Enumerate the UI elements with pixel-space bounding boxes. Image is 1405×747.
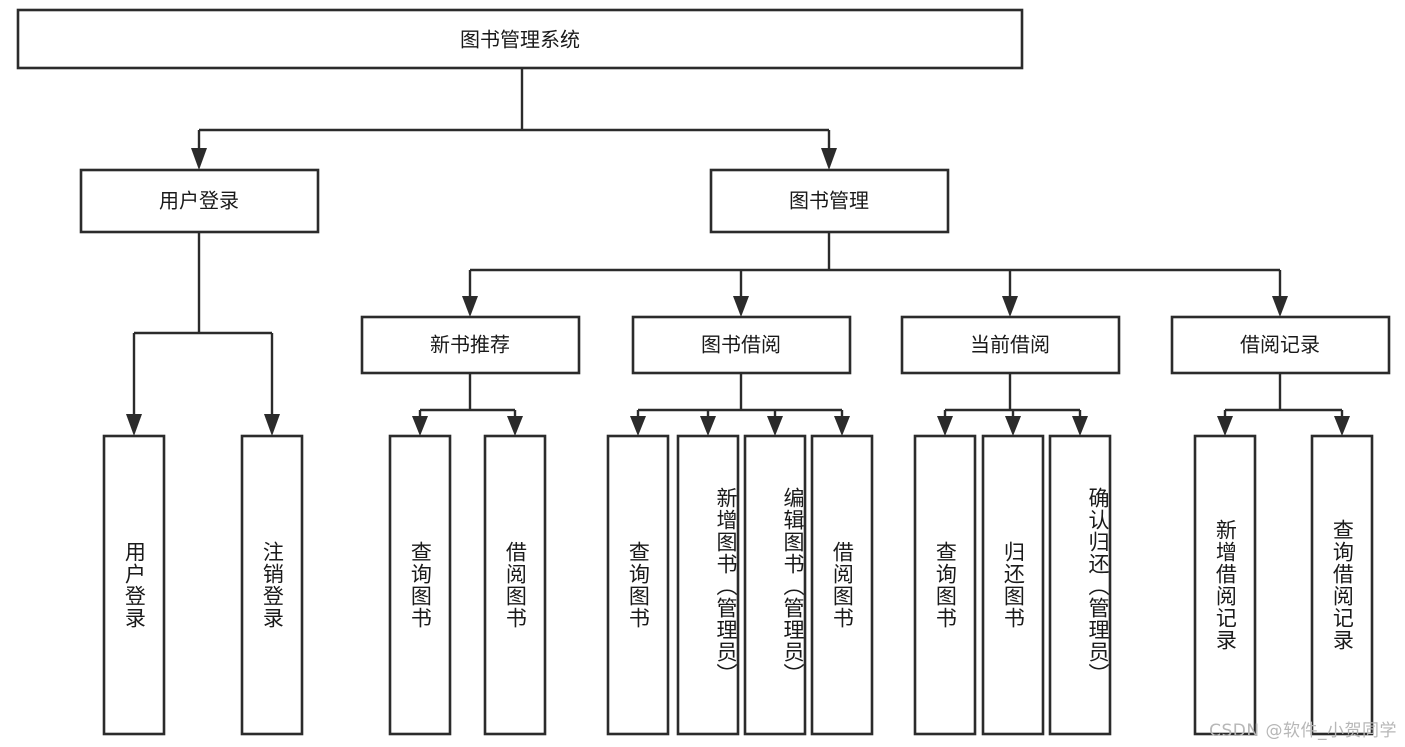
node-leaf-user-logout-box[interactable]: [240, 434, 304, 736]
arrow-head-leaf-add-record: [1217, 416, 1233, 436]
node-leaf-borrow-book-1-box[interactable]: [483, 434, 547, 736]
node-new-book-rec-label: 新书推荐: [430, 333, 510, 357]
arrow-head-leaf-query-record: [1334, 416, 1350, 436]
node-book-manage-box[interactable]: [709, 168, 950, 234]
node-current-borrow[interactable]: 当前借阅: [900, 315, 1121, 375]
node-leaf-confirm-return-box[interactable]: [1048, 434, 1112, 736]
node-user-login[interactable]: 用户登录: [79, 168, 320, 234]
node-root[interactable]: 图书管理系统: [16, 8, 1024, 70]
node-book-manage-label: 图书管理: [789, 189, 869, 213]
node-book-manage[interactable]: 图书管理: [709, 168, 950, 234]
arrow-head-leaf-add-book: [700, 416, 716, 436]
csdn-watermark: CSDN @软件_小贺同学: [1209, 721, 1397, 741]
arrow-head-user-login: [191, 148, 207, 170]
connectors-layer: [126, 68, 1350, 436]
node-book-borrow-box[interactable]: [631, 315, 852, 375]
node-leaf-return-book-box[interactable]: [981, 434, 1045, 736]
arrow-head-leaf-confirm-return: [1072, 416, 1088, 436]
node-borrow-record-label: 借阅记录: [1240, 333, 1320, 357]
arrow-head-leaf-query-book-3: [937, 416, 953, 436]
arrow-head-book-borrow: [733, 296, 749, 317]
node-leaf-user-login-box[interactable]: [102, 434, 166, 736]
node-new-book-rec[interactable]: 新书推荐: [360, 315, 581, 375]
node-leaf-add-book-box[interactable]: [676, 434, 740, 736]
node-leaf-query-book-2-box[interactable]: [606, 434, 670, 736]
node-root-box[interactable]: [16, 8, 1024, 70]
node-leaf-query-book-1-box[interactable]: [388, 434, 452, 736]
node-user-login-box[interactable]: [79, 168, 320, 234]
arrow-head-borrow-record: [1272, 296, 1288, 317]
arrow-head-leaf-borrow-book-2: [834, 416, 850, 436]
arrow-head-book-manage: [821, 148, 837, 170]
node-book-borrow-label: 图书借阅: [701, 333, 781, 357]
arrow-head-leaf-borrow-book-1: [507, 416, 523, 436]
node-leaf-borrow-book-2-box[interactable]: [810, 434, 874, 736]
node-user-login-label: 用户登录: [159, 189, 239, 213]
arrow-head-leaf-query-book-2: [630, 416, 646, 436]
arrow-head-leaf-user-login: [126, 414, 142, 436]
arrow-head-new-book-rec: [462, 296, 478, 317]
arrow-head-leaf-query-book-1: [412, 416, 428, 436]
arrow-head-leaf-return-book: [1005, 416, 1021, 436]
node-leaf-query-record-box[interactable]: [1310, 434, 1374, 736]
arrow-head-leaf-user-logout: [264, 414, 280, 436]
node-new-book-rec-box[interactable]: [360, 315, 581, 375]
nodes-layer: 图书管理系统 用户登录 图书管理 新书推荐 图书借阅 当前: [16, 8, 1391, 736]
node-leaf-add-record-box[interactable]: [1193, 434, 1257, 736]
node-leaf-query-book-3-box[interactable]: [913, 434, 977, 736]
arrow-head-current-borrow: [1002, 296, 1018, 317]
node-current-borrow-box[interactable]: [900, 315, 1121, 375]
node-borrow-record-box[interactable]: [1170, 315, 1391, 375]
node-borrow-record[interactable]: 借阅记录: [1170, 315, 1391, 375]
node-current-borrow-label: 当前借阅: [970, 333, 1050, 357]
node-leaf-edit-book-box[interactable]: [743, 434, 807, 736]
node-book-borrow[interactable]: 图书借阅: [631, 315, 852, 375]
node-root-label: 图书管理系统: [460, 28, 580, 52]
arrow-head-leaf-edit-book: [767, 416, 783, 436]
